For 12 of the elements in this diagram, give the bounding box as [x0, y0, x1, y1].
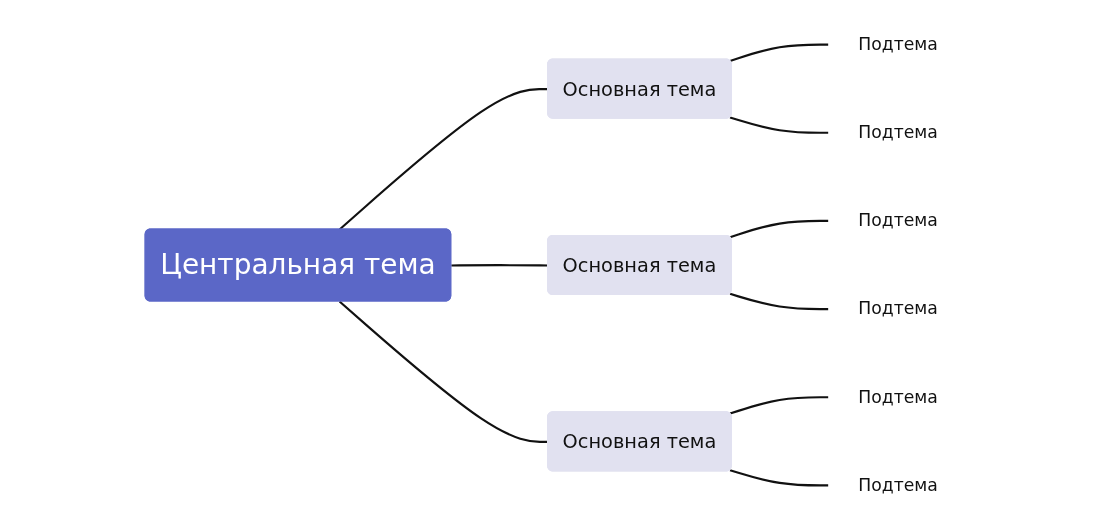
node-text: Подтема	[858, 121, 938, 143]
connector	[729, 396, 829, 415]
connector	[729, 43, 829, 62]
connector	[729, 292, 829, 311]
node-text: Подтема	[858, 33, 938, 55]
connector	[729, 116, 829, 134]
node-text: Подтема	[858, 386, 938, 407]
node-text: Подтема	[858, 210, 938, 231]
node-text: Подтема	[858, 298, 938, 319]
connector	[729, 219, 829, 239]
connector	[729, 469, 829, 487]
node-text: Подтема	[858, 474, 938, 496]
